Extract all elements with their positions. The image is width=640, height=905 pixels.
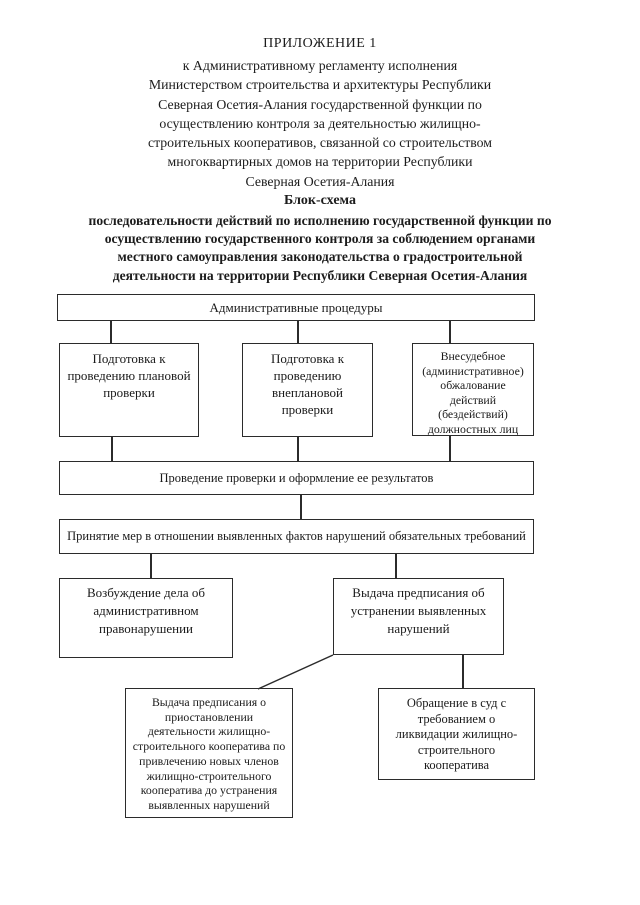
connector-admin-to-planned <box>110 321 112 343</box>
node-suspension-order: Выдача предписания о приостановлении дея… <box>125 688 293 818</box>
node-measures-taken: Принятие мер в отношении выявленных факт… <box>59 519 534 554</box>
connector-admin-to-unplanned <box>297 321 299 343</box>
connector-admin-to-appeal <box>449 321 451 343</box>
appendix-title: ПРИЛОЖЕНИЕ 1 <box>263 36 377 51</box>
node-prep-unplanned-inspection: Подготовка к проведению внеплановой пров… <box>242 343 373 437</box>
node-order-issuance: Выдача предписания об устранении выявлен… <box>333 578 504 655</box>
schema-heading: Блок-схема <box>284 193 356 208</box>
connector-appeal-to-inspection <box>449 435 451 461</box>
node-prep-planned-inspection: Подготовка к проведению плановой проверк… <box>59 343 199 437</box>
node-admin-procedures: Административные процедуры <box>57 294 535 321</box>
connector-measures-to-case <box>150 553 152 578</box>
node-extrajudicial-appeal: Внесудебное (административное) обжалован… <box>412 343 534 436</box>
appendix-description: к Административному регламенту исполнени… <box>147 58 493 189</box>
connector-measures-to-order <box>395 553 397 578</box>
diagonal-line <box>257 654 334 690</box>
node-court-liquidation: Обращение в суд с требованием о ликвидац… <box>378 688 535 780</box>
connector-order-to-court <box>462 654 464 688</box>
connector-planned-to-inspection <box>111 436 113 461</box>
connector-unplanned-to-inspection <box>297 436 299 461</box>
connector-inspection-to-measures <box>300 494 302 519</box>
node-case-initiation: Возбуждение дела об административном пра… <box>59 578 233 658</box>
node-inspection-results: Проведение проверки и оформление ее резу… <box>59 461 534 495</box>
schema-subtitle: последовательности действий по исполнени… <box>88 213 552 283</box>
